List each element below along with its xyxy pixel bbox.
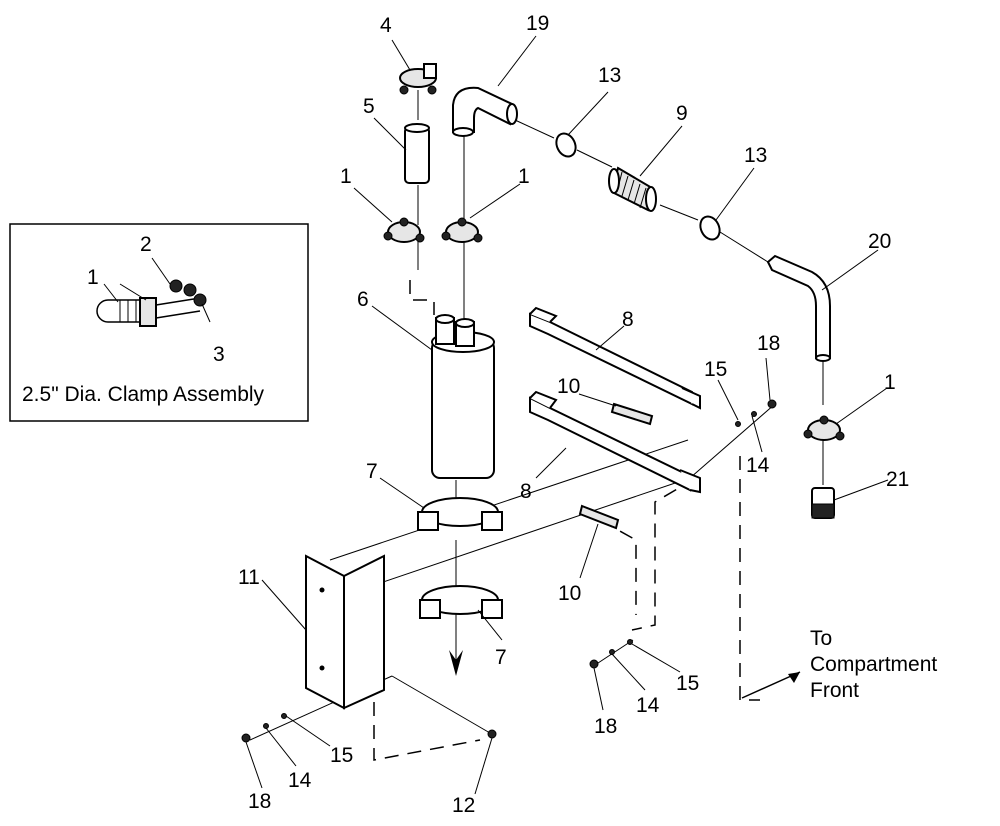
callout-1-tailpipe: 1 xyxy=(884,371,896,394)
callout-5: 5 xyxy=(363,95,375,118)
callout-13-lower: 13 xyxy=(744,144,767,167)
part-8-bracket-lower xyxy=(529,390,701,494)
callout-15-mid: 15 xyxy=(676,672,699,695)
part-11-angle-bracket xyxy=(305,554,385,710)
callout-4: 4 xyxy=(380,14,392,37)
part-10-plate-upper xyxy=(610,402,654,426)
callout-10-upper: 10 xyxy=(557,375,580,398)
direction-line-1: To xyxy=(810,627,832,650)
part-8-bracket-upper xyxy=(529,306,701,410)
callout-14-mid: 14 xyxy=(636,694,660,717)
callout-10-lower: 10 xyxy=(558,582,581,605)
direction-line-3: Front xyxy=(810,679,859,702)
down-arrow xyxy=(449,650,463,676)
callout-1-right: 1 xyxy=(518,165,530,188)
callout-20: 20 xyxy=(868,230,891,253)
inset-title: 2.5" Dia. Clamp Assembly xyxy=(22,383,265,406)
inset-label-2: 2 xyxy=(140,233,152,256)
callout-7-upper: 7 xyxy=(366,460,378,483)
callout-18-left: 18 xyxy=(248,790,271,813)
part-9-flex-coupling xyxy=(608,166,657,212)
callout-18-mid: 18 xyxy=(594,715,617,738)
callout-7-lower: 7 xyxy=(495,646,507,669)
callout-14-left: 14 xyxy=(288,769,312,792)
callout-11: 11 xyxy=(238,566,260,589)
part-13-ring-a xyxy=(555,132,577,158)
clamp-assembly-inset: 1 2 3 2.5" Dia. Clamp Assembly xyxy=(9,223,309,422)
part-1-clamp-left xyxy=(383,217,425,243)
callout-8-upper: 8 xyxy=(622,308,634,331)
part-6-muffler xyxy=(431,314,495,479)
inset-label-3: 3 xyxy=(213,343,225,366)
part-5-tube xyxy=(404,123,430,184)
part-7-strap-upper xyxy=(417,497,503,531)
part-1-clamp-right xyxy=(441,217,483,243)
part-4-clamp xyxy=(399,63,437,95)
part-20-tailpipe xyxy=(766,254,831,362)
part-21-tip xyxy=(811,487,835,519)
fasteners xyxy=(241,399,777,743)
callout-15-left: 15 xyxy=(330,744,353,767)
part-19-elbow-pipe xyxy=(452,86,518,137)
callout-18-right: 18 xyxy=(757,332,780,355)
part-10-plate-lower xyxy=(578,504,620,530)
direction-note: To Compartment Front xyxy=(810,627,937,702)
callout-8-lower: 8 xyxy=(520,480,532,503)
callout-19: 19 xyxy=(526,12,549,35)
part-7-strap-lower xyxy=(419,585,503,619)
callout-14-right: 14 xyxy=(746,454,770,477)
callout-21: 21 xyxy=(886,468,909,491)
callout-9: 9 xyxy=(676,102,688,125)
callout-1-left: 1 xyxy=(340,165,352,188)
callout-12: 12 xyxy=(452,794,475,817)
part-1-clamp-tailpipe xyxy=(803,415,845,441)
callout-15-right: 15 xyxy=(704,358,727,381)
callout-13-upper: 13 xyxy=(598,64,621,87)
callout-6: 6 xyxy=(357,288,369,311)
part-13-ring-b xyxy=(699,215,721,241)
callout-labels: 4 19 13 9 13 5 1 1 20 6 8 18 15 10 1 14 … xyxy=(238,12,909,817)
inset-label-1: 1 xyxy=(87,266,99,289)
leader-lines xyxy=(245,35,889,795)
direction-line-2: Compartment xyxy=(810,653,937,676)
